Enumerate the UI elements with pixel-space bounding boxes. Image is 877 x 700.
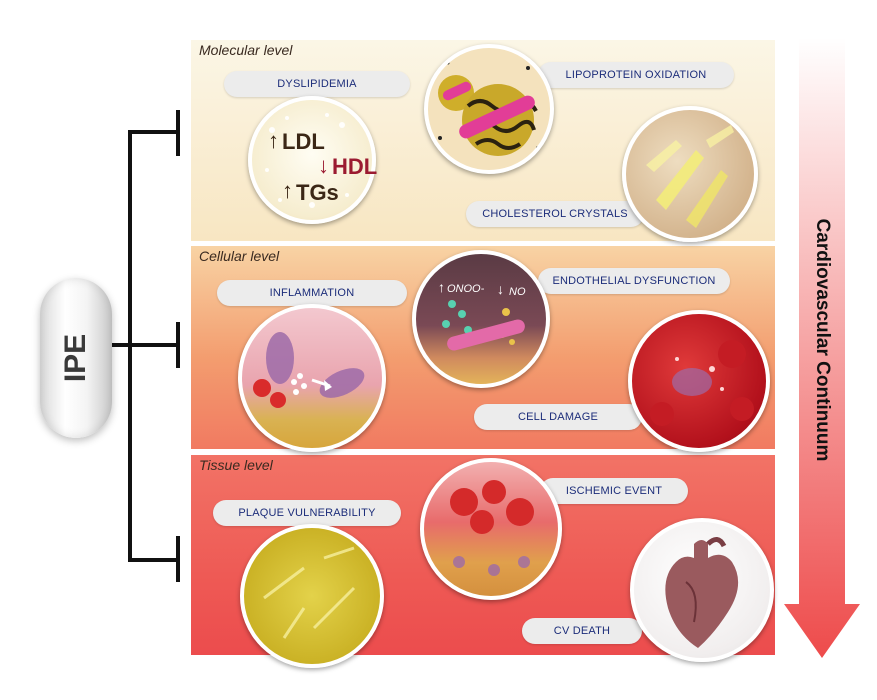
cell-damage-pill: CELL DAMAGE [474, 404, 642, 430]
inflammation-graphic [253, 332, 365, 408]
dyslipidemia-circle [248, 96, 376, 224]
thrombus-graphic [450, 480, 534, 576]
endothelial-dysfunction-graphic [442, 300, 525, 351]
ischemic-event-circle [420, 458, 562, 600]
lipoprotein-oxidation-pill: LIPOPROTEIN OXIDATION [538, 62, 734, 88]
cv-death-circle [630, 518, 774, 662]
heart-icon [665, 537, 739, 648]
molecular-level-label: Molecular level [199, 42, 293, 58]
endothelial-dysfunction-pill: ENDOTHELIAL DYSFUNCTION [538, 268, 730, 294]
continuum-arrow-icon [784, 38, 860, 658]
endothelial-dysfunction-circle [412, 250, 550, 388]
cell-damage-graphic [650, 340, 754, 426]
hdl-text: HDL [332, 154, 378, 179]
cholesterol-crystals-circle [622, 106, 758, 242]
ipe-capsule: IPE [40, 278, 112, 438]
dyslipidemia-pill: DYSLIPIDEMIA [224, 71, 410, 97]
ldl-text: LDL [282, 129, 325, 154]
no-text: NO [509, 286, 526, 298]
inflammation-circle [238, 304, 386, 452]
hdl-down-arrow: ↓ [318, 153, 329, 178]
cholesterol-crystals-pill: CHOLESTEROL CRYSTALS [466, 201, 644, 227]
ischemic-event-pill: ISCHEMIC EVENT [540, 478, 688, 504]
ldl-up-arrow: ↑ [268, 128, 279, 153]
ipe-label: IPE [59, 333, 92, 383]
cv-death-pill: CV DEATH [522, 618, 642, 644]
lipoprotein-oxidation-circle [424, 44, 554, 174]
cell-damage-circle [628, 310, 770, 452]
plaque-crystals-graphic [263, 546, 356, 639]
onoo-up-arrow: ↑ [438, 279, 445, 295]
tissue-level-label: Tissue level [199, 457, 273, 473]
plaque-vulnerability-circle [240, 524, 384, 668]
inflammation-pill: INFLAMMATION [217, 280, 407, 306]
tgs-up-arrow: ↑ [282, 178, 293, 203]
lipid-particles-graphic [265, 113, 354, 208]
cholesterol-crystals-graphic [646, 125, 734, 228]
onoo-text: ONOO- [447, 283, 485, 295]
continuum-label: Cardiovascular Continuum [812, 218, 833, 462]
cellular-level-label: Cellular level [199, 248, 280, 264]
oxidized-lipoprotein-graphic [438, 61, 540, 156]
no-down-arrow: ↓ [497, 281, 504, 297]
tgs-text: TGs [296, 180, 339, 205]
plaque-vulnerability-pill: PLAQUE VULNERABILITY [213, 500, 401, 526]
